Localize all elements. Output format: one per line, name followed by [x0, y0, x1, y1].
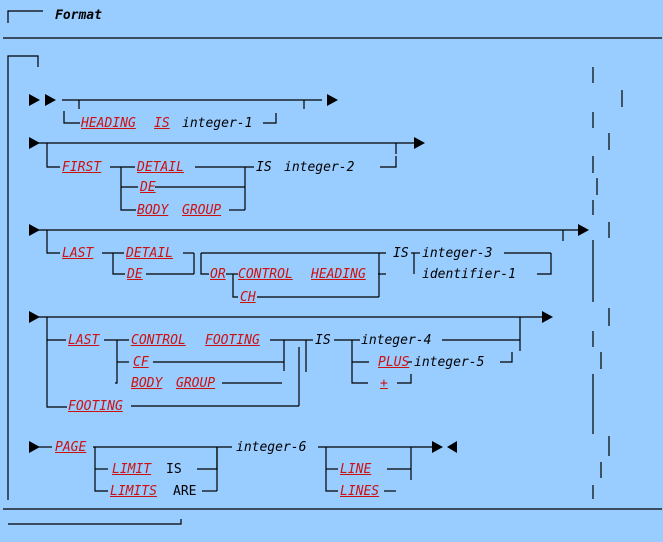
- keyword-line: LINE: [340, 462, 372, 477]
- keyword-ch: CH: [240, 290, 256, 305]
- operand-integer-6: integer-6: [236, 440, 307, 455]
- keyword-lines: LINES: [340, 484, 380, 499]
- keyword-page: PAGE: [55, 440, 87, 455]
- keyword-body: BODY: [131, 376, 163, 391]
- keyword-plus: PLUS: [378, 355, 410, 370]
- text-is: IS: [166, 462, 182, 477]
- operand-integer-5: integer-5: [414, 355, 485, 370]
- keyword-de: DE: [140, 180, 156, 195]
- keyword-cf: CF: [133, 355, 149, 370]
- keyword-group: GROUP: [176, 376, 216, 391]
- operand-integer-2: integer-2: [284, 160, 355, 175]
- keyword-footing: FOOTING: [205, 333, 260, 348]
- keyword-heading: HEADING: [81, 116, 136, 131]
- operand-integer-1: integer-1: [182, 116, 253, 131]
- text-are: ARE: [173, 484, 197, 499]
- keyword-first: FIRST: [62, 160, 102, 175]
- keyword-limit: LIMIT: [112, 462, 152, 477]
- text-is: IS: [256, 160, 272, 175]
- keyword-control: CONTROL: [238, 267, 293, 282]
- operand-integer-3: integer-3: [422, 246, 493, 261]
- keyword-or: OR: [210, 267, 226, 282]
- format-heading: Format: [55, 8, 102, 23]
- keyword-control: CONTROL: [131, 333, 186, 348]
- keyword-last: LAST: [68, 333, 100, 348]
- keyword-heading: HEADING: [311, 267, 366, 282]
- plus-sign: +: [380, 376, 388, 391]
- keyword-group: GROUP: [182, 203, 222, 218]
- keyword-de: DE: [127, 267, 143, 282]
- operand-integer-4: integer-4: [361, 333, 432, 348]
- keyword-footing: FOOTING: [68, 399, 123, 414]
- keyword-last: LAST: [62, 246, 94, 261]
- keyword-detail: DETAIL: [137, 160, 184, 175]
- text-is: IS: [393, 246, 409, 261]
- text-is: IS: [315, 333, 331, 348]
- keyword-body: BODY: [137, 203, 169, 218]
- operand-identifier-1: identifier-1: [422, 267, 516, 282]
- keyword-is: IS: [154, 116, 170, 131]
- keyword-detail: DETAIL: [126, 246, 173, 261]
- keyword-limits: LIMITS: [110, 484, 157, 499]
